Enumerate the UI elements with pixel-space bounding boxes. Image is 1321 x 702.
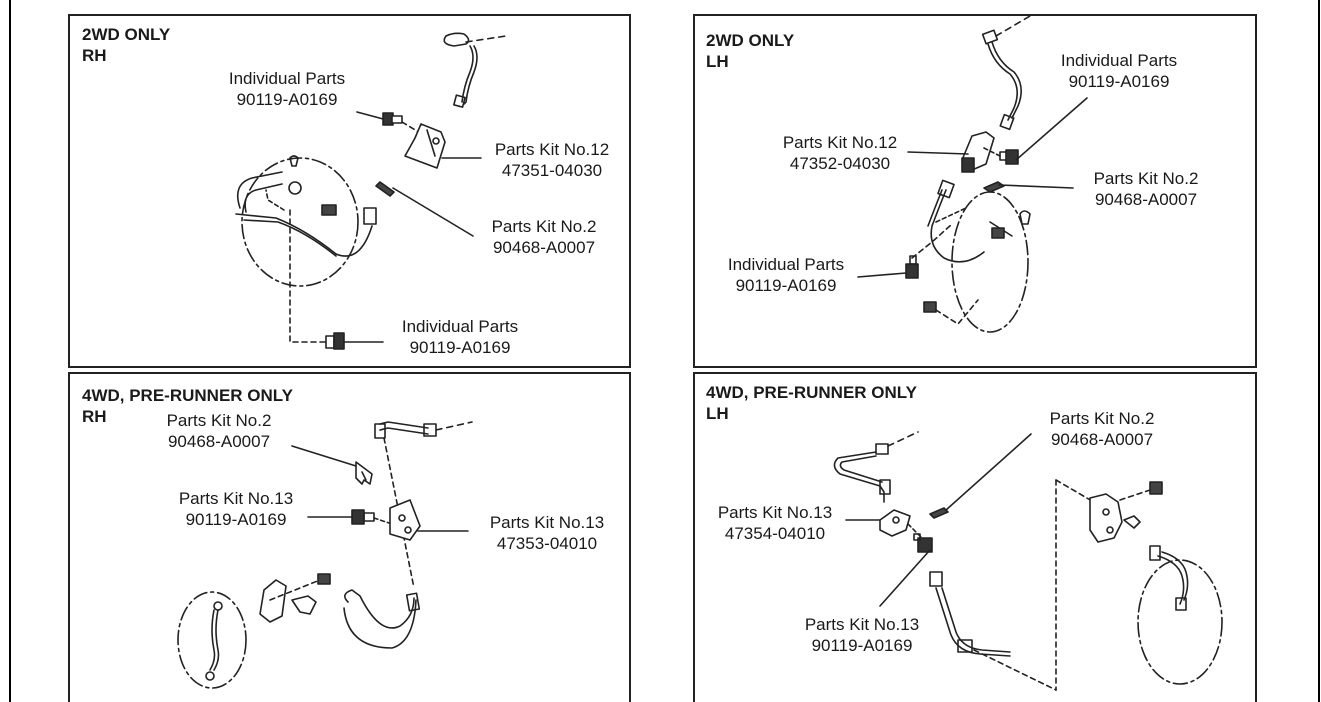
- callout-part-number: 90119-A0169: [811, 636, 913, 655]
- tr-bracket-part: [961, 131, 995, 173]
- panel-title-line2: LH: [706, 52, 729, 71]
- panel-title-line1: 4WD, PRE-RUNNER ONLY: [82, 386, 293, 405]
- br-knuckle-assembly: [1089, 481, 1223, 685]
- br-clip-leader: [945, 433, 1032, 511]
- callout-part-number: 90119-A0169: [409, 338, 511, 357]
- br-flex-hose-lower: [929, 571, 1057, 691]
- tl-knuckle-assembly: [235, 155, 377, 287]
- panel-title-4wd-lh: 4WD, PRE-RUNNER ONLY LH: [706, 382, 917, 424]
- tr-bolt-leader: [1015, 97, 1088, 161]
- callout-part-name: Individual Parts: [228, 69, 346, 88]
- callout-part-number: 90468-A0007: [167, 432, 271, 451]
- tr-lower-bolt-part: [905, 255, 919, 279]
- callout-bl-bolt: Parts Kit No.13 90119-A0169: [156, 488, 316, 530]
- callout-br-bracket: Parts Kit No.13 47354-04010: [696, 502, 854, 544]
- panel-2wd-lh: [693, 14, 1257, 368]
- callout-part-number: 47354-04010: [724, 524, 826, 543]
- callout-part-number: 90119-A0169: [735, 276, 837, 295]
- callout-part-name: Parts Kit No.13: [804, 615, 920, 634]
- tl-bracket-part: [404, 123, 446, 169]
- tr-bracket-leader: [907, 151, 969, 155]
- tl-bolt-leader: [356, 111, 384, 120]
- panel-title-2wd-rh: 2WD ONLY RH: [82, 24, 170, 66]
- callout-tl-bracket: Parts Kit No.12 47351-04030: [474, 139, 630, 181]
- panel-title-2wd-lh: 2WD ONLY LH: [706, 30, 794, 72]
- callout-tr-clip: Parts Kit No.2 90468-A0007: [1068, 168, 1224, 210]
- panel-title-line2: RH: [82, 407, 107, 426]
- callout-part-name: Parts Kit No.13: [178, 489, 294, 508]
- br-flex-hose-upper: [833, 431, 919, 503]
- br-bolt-leader: [879, 549, 931, 607]
- callout-part-number: 90119-A0169: [1068, 72, 1170, 91]
- tr-knuckle-assembly: [927, 179, 1031, 333]
- callout-bl-clip: Parts Kit No.2 90468-A0007: [144, 410, 294, 452]
- callout-part-number: 47351-04030: [501, 161, 603, 180]
- callout-part-name: Individual Parts: [727, 255, 845, 274]
- outer-frame-border: [9, 0, 1320, 702]
- callout-tl-lower-bolt: Individual Parts 90119-A0169: [376, 316, 544, 358]
- panel-4wd-lh: [693, 372, 1257, 702]
- panel-title-line2: LH: [706, 404, 729, 423]
- tr-clip-part: [983, 181, 1005, 193]
- tl-lower-bolt-part: [325, 332, 345, 350]
- callout-bl-bracket: Parts Kit No.13 47353-04010: [466, 512, 628, 554]
- tr-lower-bolt-2: [923, 299, 979, 325]
- br-bolt-part: [913, 533, 933, 553]
- callout-part-number: 47352-04030: [789, 154, 891, 173]
- bl-flex-hose-upper: [374, 421, 473, 439]
- callout-part-name: Individual Parts: [401, 317, 519, 336]
- callout-part-name: Parts Kit No.2: [166, 411, 272, 430]
- tl-clip-part: [375, 181, 395, 197]
- callout-part-name: Parts Kit No.2: [1093, 169, 1199, 188]
- tr-bolt-part: [999, 149, 1019, 165]
- bl-clip-part: [355, 461, 373, 485]
- callout-part-name: Parts Kit No.2: [491, 217, 597, 236]
- callout-tr-bracket: Parts Kit No.12 47352-04030: [762, 132, 918, 174]
- bl-knuckle-assembly: [177, 573, 421, 689]
- tr-lower-bolt-leader: [857, 272, 907, 278]
- callout-part-name: Parts Kit No.12: [494, 140, 610, 159]
- panel-title-line1: 2WD ONLY: [82, 25, 171, 44]
- callout-part-number: 90468-A0007: [492, 238, 596, 257]
- callout-part-number: 90468-A0007: [1094, 190, 1198, 209]
- br-clip-part: [929, 507, 949, 519]
- callout-tr-lower-bolt: Individual Parts 90119-A0169: [702, 254, 870, 296]
- callout-part-number: 47353-04010: [496, 534, 598, 553]
- callout-part-number: 90119-A0169: [236, 90, 338, 109]
- callout-part-number: 90119-A0169: [185, 510, 287, 529]
- tl-clip-leader: [392, 187, 474, 237]
- callout-br-bolt: Parts Kit No.13 90119-A0169: [782, 614, 942, 656]
- panel-4wd-rh: [68, 372, 631, 702]
- panel-title-line2: RH: [82, 46, 107, 65]
- panel-2wd-rh: [68, 14, 631, 368]
- callout-part-name: Parts Kit No.2: [1049, 409, 1155, 428]
- br-bracket-part: [879, 509, 911, 537]
- panel-title-line1: 2WD ONLY: [706, 31, 795, 50]
- bl-bracket-part: [389, 499, 421, 541]
- tl-bolt-part: [382, 112, 403, 126]
- panel-title-line1: 4WD, PRE-RUNNER ONLY: [706, 383, 917, 402]
- tr-flex-hose-upper: [981, 15, 1031, 131]
- callout-part-number: 90468-A0007: [1050, 430, 1154, 449]
- bl-clip-leader: [291, 445, 357, 467]
- callout-tl-bolt: Individual Parts 90119-A0169: [196, 68, 378, 110]
- callout-part-name: Individual Parts: [1060, 51, 1178, 70]
- tr-clip-leader: [998, 184, 1074, 189]
- callout-tr-bolt: Individual Parts 90119-A0169: [1034, 50, 1204, 92]
- callout-tl-clip: Parts Kit No.2 90468-A0007: [464, 216, 624, 258]
- tl-flex-hose-upper: [443, 32, 507, 108]
- bl-bolt-part: [351, 509, 375, 525]
- tl-lower-bolt-dashline: [289, 209, 327, 343]
- callout-br-clip: Parts Kit No.2 90468-A0007: [1024, 408, 1180, 450]
- panel-title-4wd-rh: 4WD, PRE-RUNNER ONLY RH: [82, 385, 293, 427]
- callout-part-name: Parts Kit No.13: [489, 513, 605, 532]
- callout-part-name: Parts Kit No.12: [782, 133, 898, 152]
- callout-part-name: Parts Kit No.13: [717, 503, 833, 522]
